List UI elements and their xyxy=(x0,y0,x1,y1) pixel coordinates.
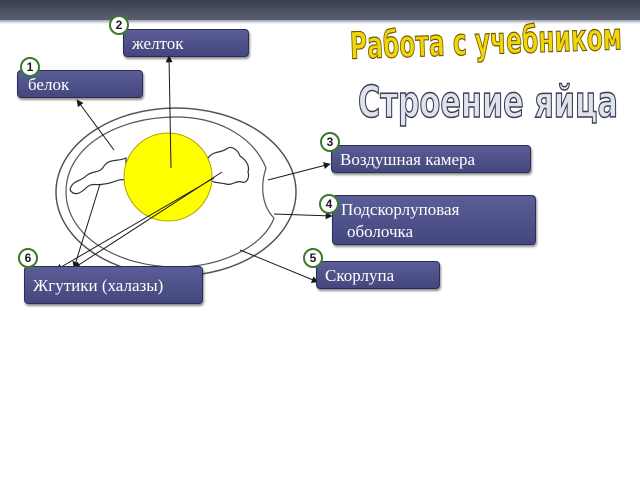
pointer-albumen xyxy=(76,99,115,151)
pointer-membrane xyxy=(273,212,333,220)
label-shell-membrane-line1: Подскорлуповая xyxy=(341,200,460,219)
label-shell-text: Скорлупа xyxy=(325,266,395,285)
pointer-chalaza-3 xyxy=(55,177,215,271)
label-air-chamber: Воздушная камера xyxy=(331,145,531,173)
badge-6: 6 xyxy=(18,248,38,268)
badge-5: 5 xyxy=(303,248,323,268)
label-chalazae: Жгутики (халазы) xyxy=(24,266,203,304)
badge-3: 3 xyxy=(320,132,340,152)
pointer-air-chamber xyxy=(267,162,331,181)
label-shell: Скорлупа xyxy=(316,261,440,289)
label-shell-membrane-line2: оболочка xyxy=(347,222,414,241)
label-chalazae-text: Жгутики (халазы) xyxy=(33,276,164,295)
slide-top-bar xyxy=(0,0,640,20)
label-air-chamber-text: Воздушная камера xyxy=(340,150,476,169)
main-title: Работа с учебником xyxy=(349,15,622,67)
label-shell-membrane: Подскорлуповая оболочка xyxy=(332,195,536,245)
slide-top-bar-shade xyxy=(0,20,640,24)
label-yolk-text: желток xyxy=(132,34,184,53)
pointer-yolk xyxy=(165,55,173,169)
label-yolk: желток xyxy=(123,29,249,57)
badge-4: 4 xyxy=(319,194,339,214)
badge-1: 1 xyxy=(20,57,40,77)
pointer-chalaza-1 xyxy=(72,183,101,269)
label-albumen-text: белок xyxy=(28,75,70,94)
chalaza-right xyxy=(207,146,250,186)
pointer-shell xyxy=(239,249,319,283)
subtitle: Строение яйца xyxy=(358,77,618,128)
label-albumen: белок xyxy=(17,70,143,98)
badge-2: 2 xyxy=(109,15,129,35)
egg-yolk xyxy=(123,132,213,222)
